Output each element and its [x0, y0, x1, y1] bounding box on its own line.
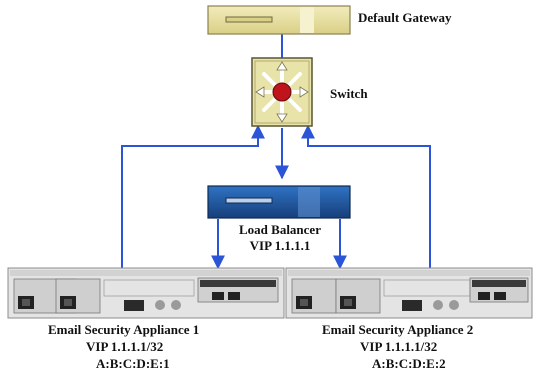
link-appliance2-switch [301, 124, 431, 268]
appliance-2-vip: VIP 1.1.1.1/32 [360, 339, 438, 354]
load-balancer-vip: VIP 1.1.1.1 [249, 238, 311, 253]
appliance-1-icon [7, 267, 285, 319]
switch-icon [251, 57, 313, 127]
gateway-label: Default Gateway [358, 10, 452, 25]
appliance-2-mac: A:B:C:D:E:2 [372, 356, 446, 371]
appliance-1-vip: VIP 1.1.1.1/32 [86, 339, 164, 354]
appliance-1-mac: A:B:C:D:E:1 [96, 356, 170, 371]
appliance-2-label: Email Security Appliance 2 [322, 322, 474, 337]
load-balancer-label: Load Balancer [239, 222, 321, 237]
load-balancer-icon [207, 185, 351, 219]
links [121, 34, 431, 270]
appliance-1-label: Email Security Appliance 1 [48, 322, 200, 337]
switch-label: Switch [330, 86, 368, 101]
default-gateway-icon [207, 5, 351, 35]
appliance-2-icon [285, 267, 533, 319]
link-appliance1-switch [121, 124, 265, 268]
